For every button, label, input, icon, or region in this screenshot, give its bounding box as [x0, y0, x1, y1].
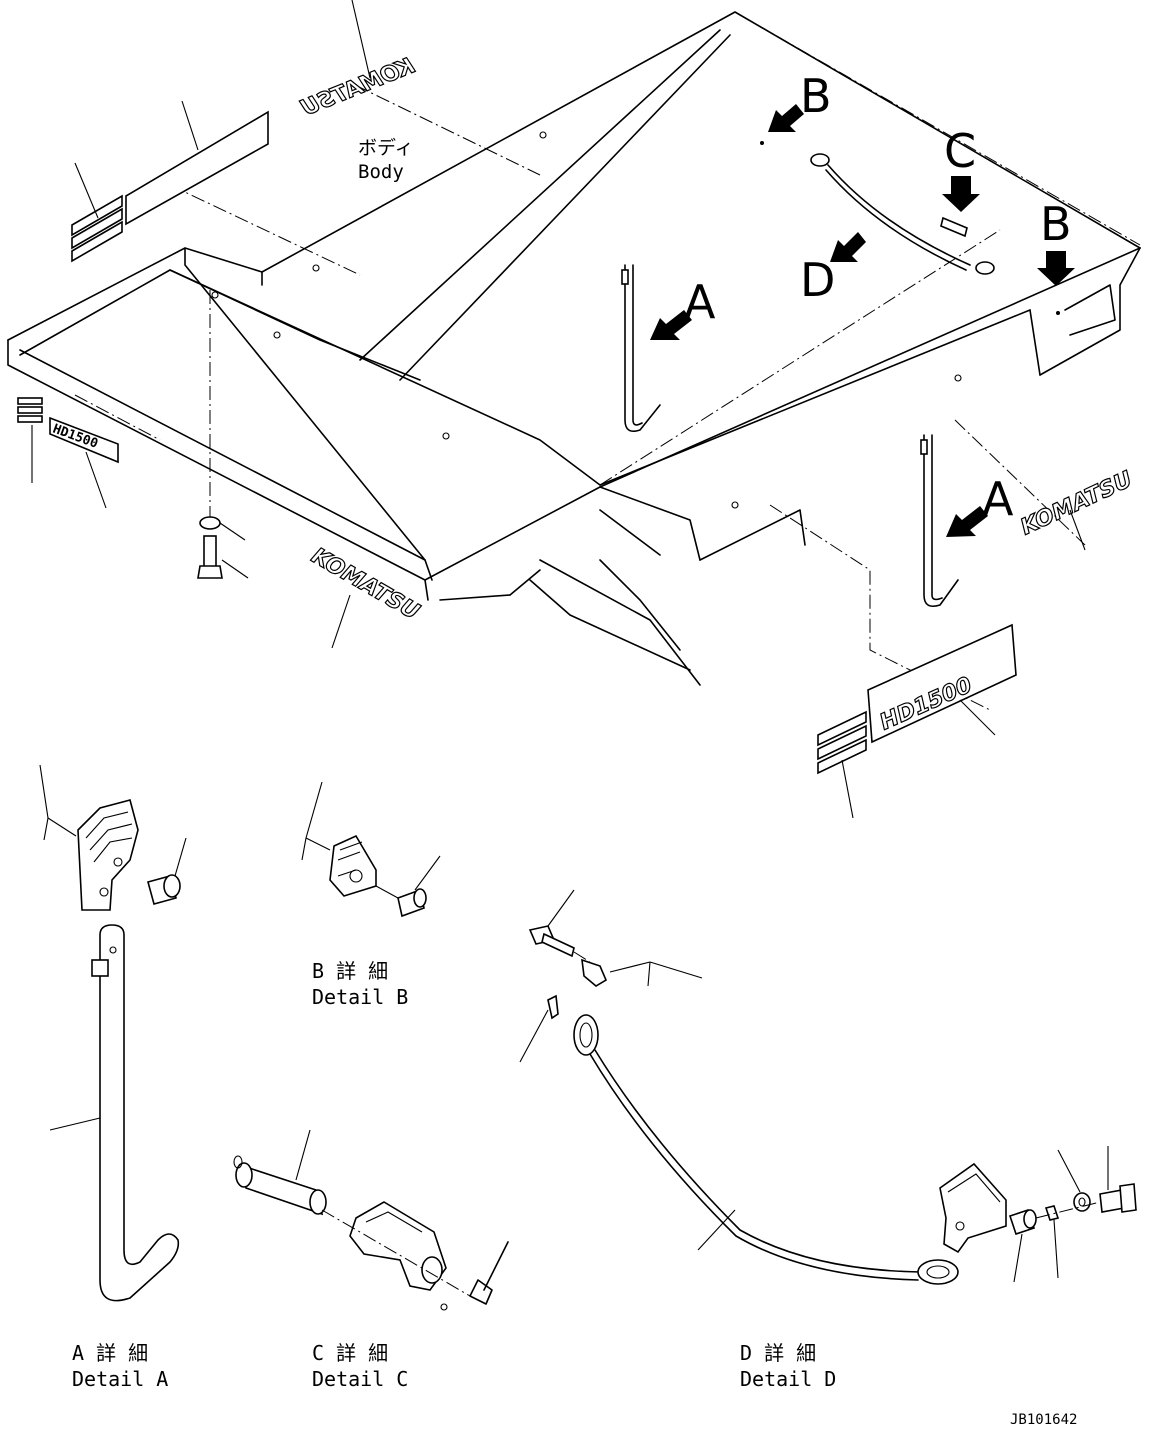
arrow-b-top: [768, 104, 804, 132]
arrow-c: [942, 176, 980, 212]
model-decal-right: HD1500: [817, 623, 1017, 819]
detail-d-title-jp: D 詳 細: [740, 1341, 816, 1365]
detail-c-title-en: Detail C: [312, 1367, 408, 1391]
detail-a-drawing: [39, 764, 187, 1302]
wire-rope-body: [810, 153, 995, 275]
detail-b-drawing: [301, 781, 441, 918]
stripe-decal-top-left: [71, 100, 269, 263]
komatsu-decal-right-text: KOMATSU: [1017, 467, 1136, 540]
model-decal-left-text: HD1500: [51, 422, 100, 452]
komatsu-decal-top: KOMATSU: [297, 53, 419, 122]
detail-b-title-jp: B 詳 細: [312, 959, 388, 983]
point-b-body-right: [1056, 311, 1060, 315]
komatsu-decal-top-text: KOMATSU: [298, 54, 419, 122]
detail-d-title-en: Detail D: [740, 1367, 836, 1391]
body-label-en: Body: [358, 161, 404, 183]
detail-c-drawing: [233, 1129, 509, 1311]
arrow-b-top-label: B: [800, 69, 832, 123]
pin-c-body: [940, 216, 968, 238]
point-b-body: [760, 141, 764, 145]
dump-body: [7, 11, 1141, 711]
arrow-a-right-label: A: [982, 472, 1014, 526]
hook-a-body-left: [621, 264, 661, 433]
detail-a-title-jp: A 詳 細: [72, 1341, 148, 1365]
arrow-a-right: [946, 506, 988, 537]
komatsu-decal-center-text: KOMATSU: [307, 544, 423, 626]
arrow-c-label: C: [944, 124, 976, 178]
detail-b-title-en: Detail B: [312, 985, 408, 1009]
arrow-b-right-label: B: [1040, 197, 1072, 251]
arrow-d-label: D: [800, 253, 835, 307]
komatsu-decal-center: KOMATSU: [306, 543, 424, 626]
drawing-id: JB101642: [1010, 1412, 1077, 1428]
arrow-a-left: [650, 310, 692, 340]
detail-a-title-en: Detail A: [72, 1367, 168, 1391]
view-arrows: A A B C B D: [650, 69, 1075, 537]
arrow-b-right: [1037, 251, 1075, 286]
hook-a-body-right: [920, 434, 959, 608]
bolt-washer-body: [197, 516, 249, 579]
body-label-jp: ボディ: [358, 137, 414, 159]
detail-d-drawing: [519, 889, 1137, 1285]
detail-c-title-jp: C 詳 細: [312, 1341, 388, 1365]
komatsu-decal-right: KOMATSU: [1016, 466, 1137, 541]
arrow-d: [830, 232, 866, 262]
arrow-a-left-label: A: [684, 275, 716, 329]
